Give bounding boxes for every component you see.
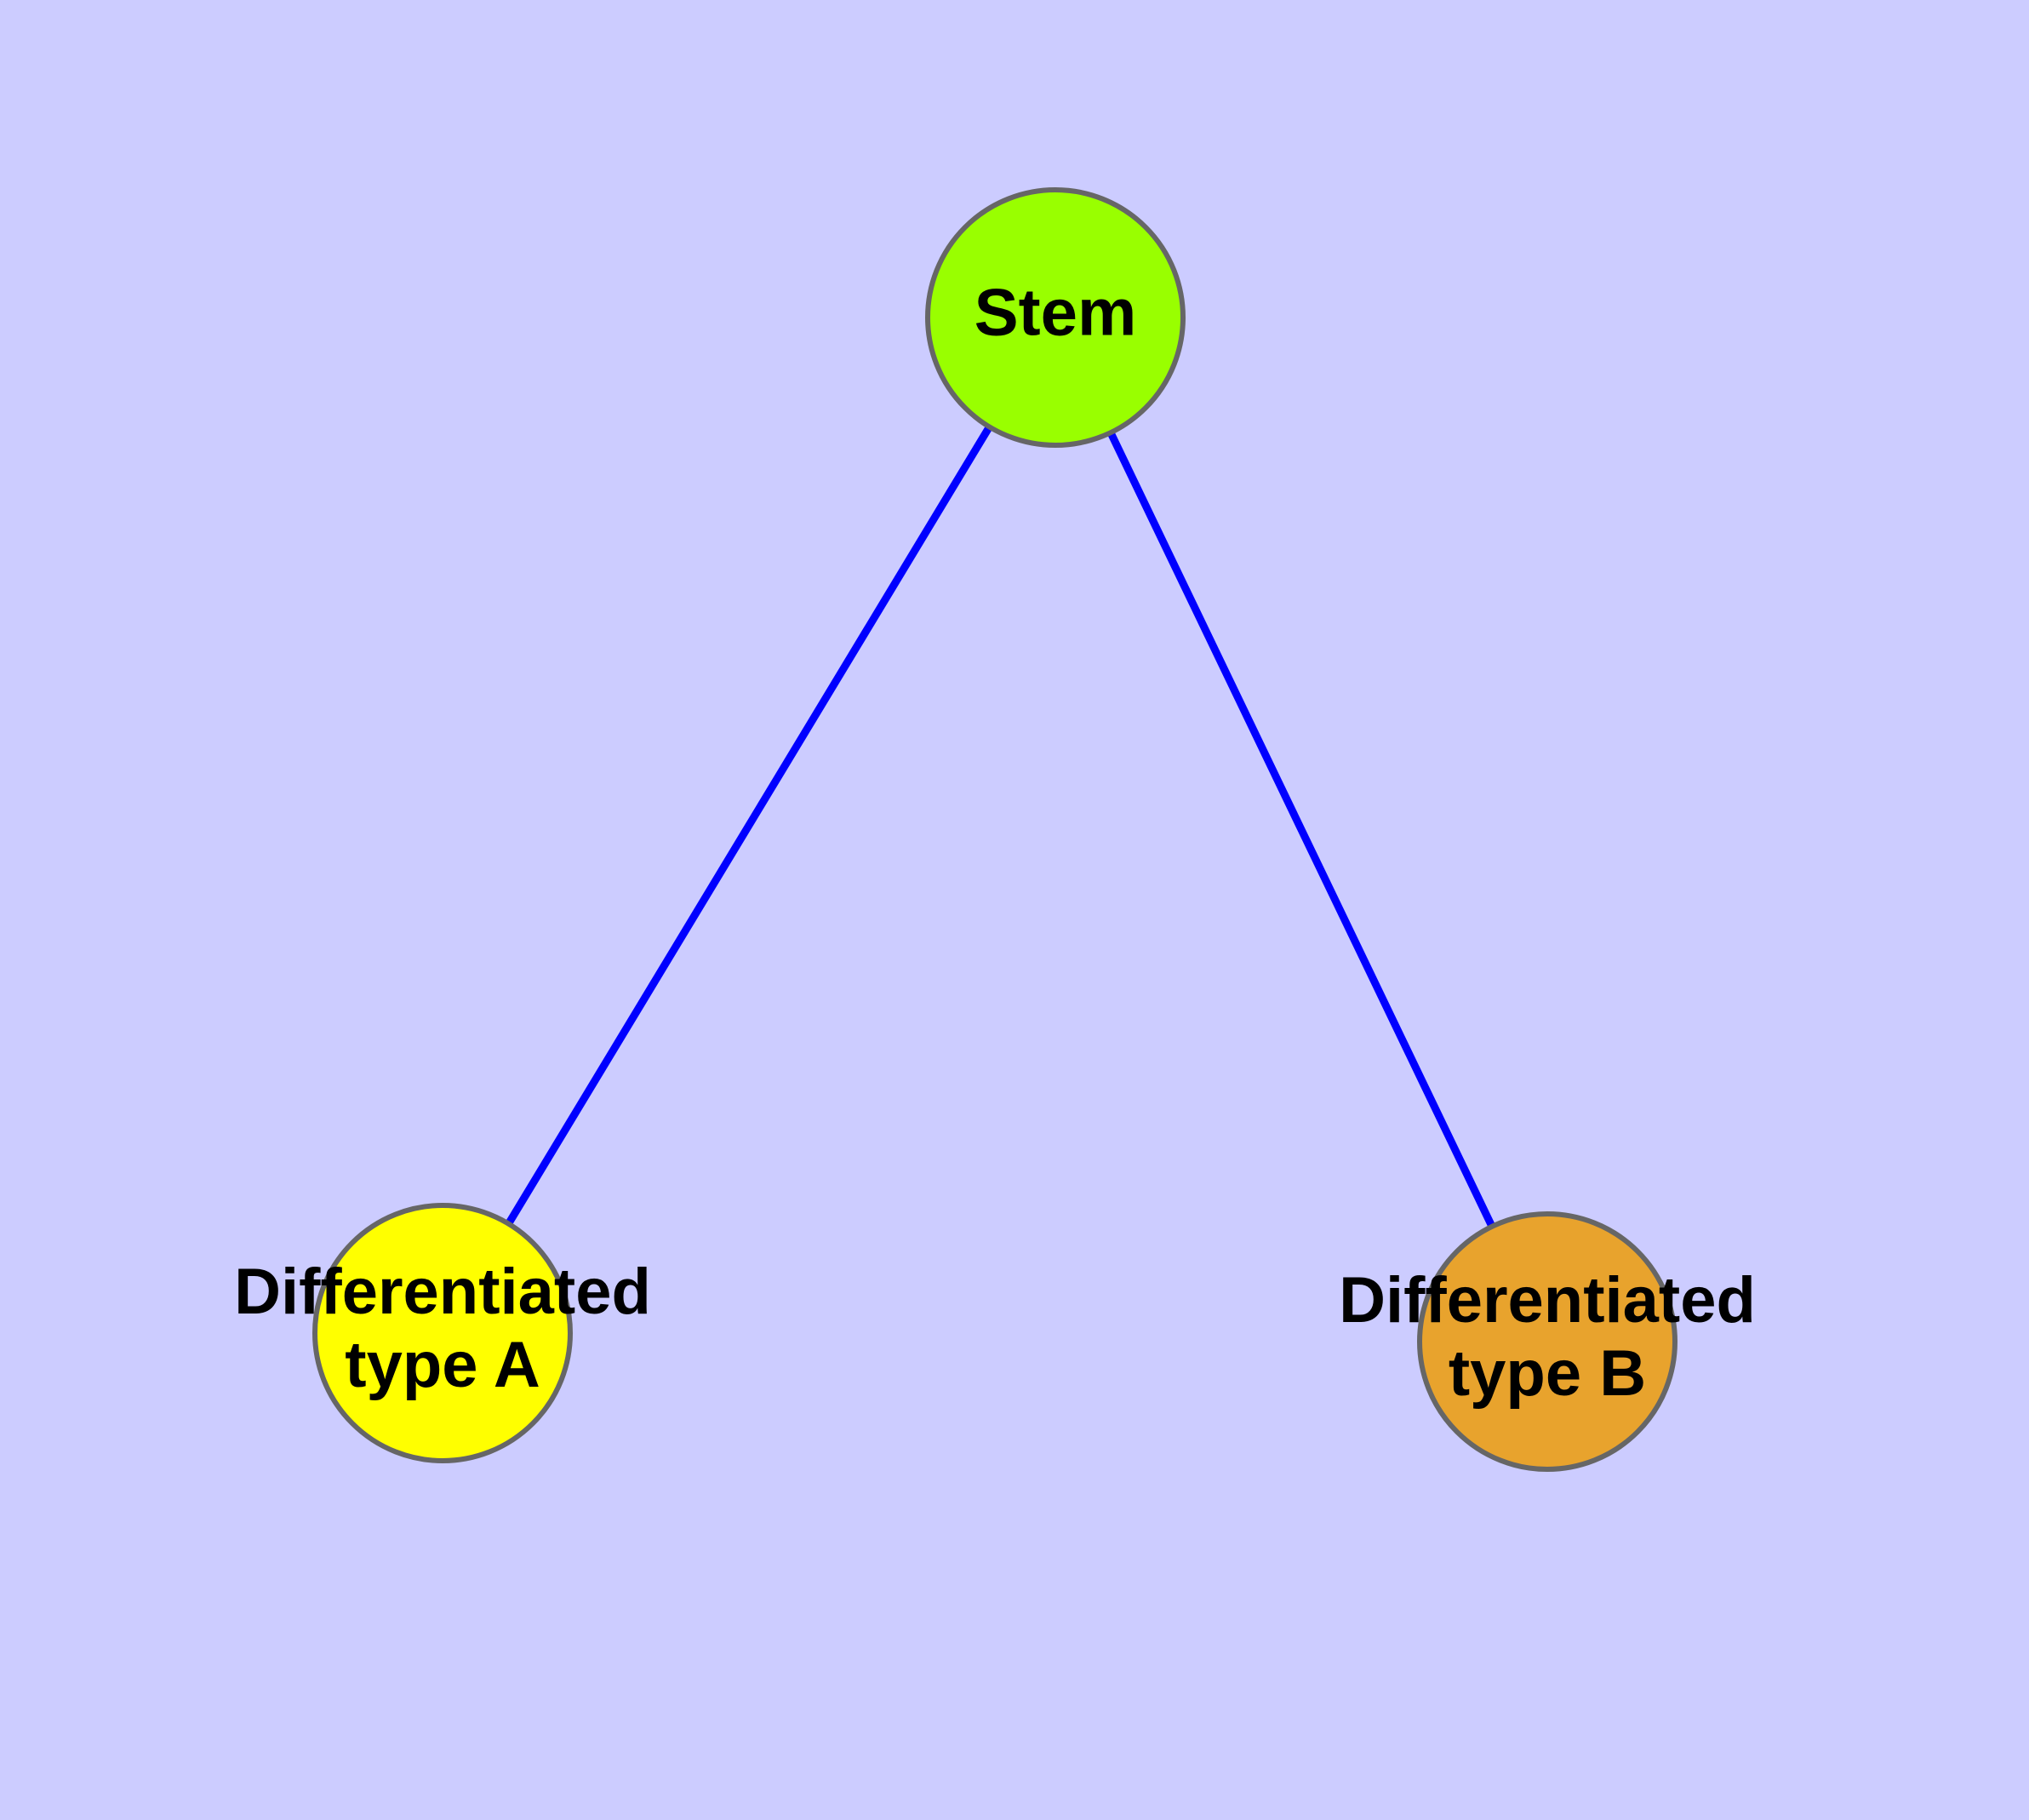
- node-differentiated-type-b-label-line-0: Differentiated: [1339, 1264, 1756, 1336]
- nodes-layer: Stem Differentiated type A Differentiate…: [234, 187, 1756, 1472]
- node-differentiated-type-a-label-line-0: Differentiated: [234, 1256, 651, 1328]
- node-differentiated-type-a-label-line-1: type A: [345, 1329, 540, 1401]
- node-stem[interactable]: Stem: [925, 187, 1186, 448]
- node-differentiated-type-a[interactable]: Differentiated type A: [234, 1203, 651, 1463]
- node-differentiated-type-b-circle[interactable]: [1417, 1211, 1677, 1472]
- node-differentiated-type-b-label-line-1: type B: [1449, 1337, 1646, 1410]
- edge-stem-to-differentiated-type-a[interactable]: [505, 425, 993, 1226]
- node-stem-label-line-0: Stem: [974, 275, 1137, 350]
- node-stem-circle[interactable]: [925, 187, 1186, 448]
- node-differentiated-type-b[interactable]: Differentiated type B: [1339, 1211, 1756, 1472]
- edge-stem-to-differentiated-type-b[interactable]: [1106, 431, 1496, 1228]
- edges-layer: [505, 425, 1496, 1228]
- node-differentiated-type-a-circle[interactable]: [312, 1203, 573, 1463]
